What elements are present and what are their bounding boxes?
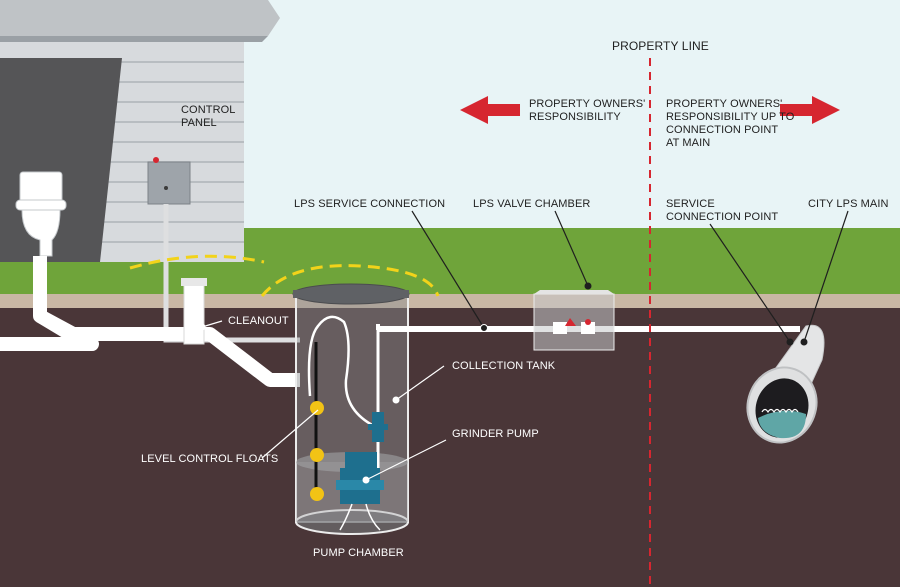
gravity-sewer-pipe bbox=[36, 309, 300, 387]
leader-lines bbox=[411, 210, 849, 343]
service-connection-point-line1: SERVICE bbox=[666, 198, 715, 210]
property-line-label: PROPERTY LINE bbox=[612, 39, 709, 53]
owners-left-label: PROPERTY OWNERS' RESPONSIBILITY bbox=[529, 98, 645, 124]
soil bbox=[0, 308, 900, 587]
lps-valve-chamber-label: LPS VALVE CHAMBER bbox=[473, 198, 591, 210]
city-lps-main-label: CITY LPS MAIN bbox=[808, 198, 889, 210]
leader-dots bbox=[198, 282, 808, 484]
float-mid bbox=[310, 448, 324, 462]
valve-chamber bbox=[533, 290, 615, 351]
city-lps-main bbox=[746, 324, 825, 444]
control-panel-icon bbox=[147, 157, 191, 205]
owners-right-line4: AT MAIN bbox=[666, 137, 711, 149]
pump-chamber-label: PUMP CHAMBER bbox=[313, 547, 404, 559]
level-control-floats-label: LEVEL CONTROL FLOATS bbox=[141, 453, 279, 465]
owners-right-line2: RESPONSIBILITY UP TO bbox=[666, 111, 795, 123]
float-low bbox=[310, 487, 324, 501]
grinder-pump-label: GRINDER PUMP bbox=[452, 428, 539, 440]
control-panel-label: CONTROL PANEL bbox=[181, 104, 235, 130]
grinder-pump-icon bbox=[336, 412, 388, 531]
float-cable bbox=[307, 315, 375, 428]
excavation-outline-right bbox=[260, 264, 440, 297]
cleanout-cap bbox=[181, 278, 207, 286]
service-connection-point-label: SERVICE CONNECTION POINT bbox=[666, 198, 778, 224]
toilet-icon bbox=[15, 171, 67, 257]
owners-left-line2: RESPONSIBILITY bbox=[529, 111, 621, 123]
right-arrow-icon bbox=[780, 96, 840, 124]
owners-right-label: PROPERTY OWNERS' RESPONSIBILITY UP TO CO… bbox=[666, 98, 794, 150]
owners-right-line3: CONNECTION POINT bbox=[666, 124, 779, 136]
owners-right-line1: PROPERTY OWNERS' bbox=[666, 98, 783, 110]
cleanout-label: CLEANOUT bbox=[228, 315, 289, 327]
float-high bbox=[310, 401, 324, 415]
lps-service-connection-label: LPS SERVICE CONNECTION bbox=[294, 198, 446, 210]
collection-tank-label: COLLECTION TANK bbox=[452, 360, 556, 372]
cleanout-pipe bbox=[183, 283, 205, 345]
valve-icon bbox=[553, 318, 595, 334]
owners-left-line1: PROPERTY OWNERS' bbox=[529, 98, 646, 110]
left-arrow-icon bbox=[460, 96, 520, 124]
excavation-outline-left bbox=[129, 254, 265, 270]
service-connection-point-line2: CONNECTION POINT bbox=[666, 211, 779, 223]
control-panel-label-line1: CONTROL bbox=[181, 104, 236, 116]
control-panel-label-line2: PANEL bbox=[181, 117, 217, 129]
topsoil-strip bbox=[0, 294, 900, 308]
